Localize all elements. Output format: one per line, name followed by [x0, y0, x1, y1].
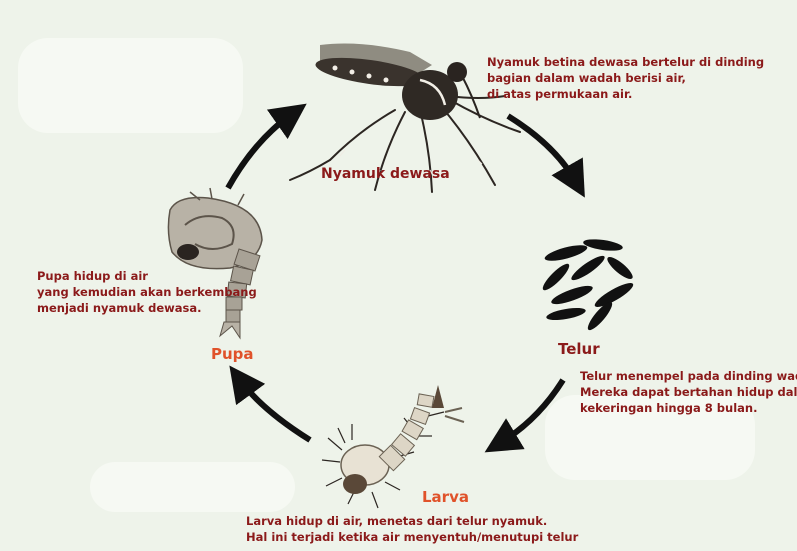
pupa-description-line: Pupa hidup di air	[37, 268, 257, 284]
arrow-egg-to-larva	[500, 380, 563, 443]
egg-stage-title: Telur	[558, 340, 600, 358]
pupa-stage-title: Pupa	[211, 345, 254, 363]
arrow-larva-to-pupa	[240, 380, 310, 440]
larva-description-line: Larva hidup di air, menetas dari telur n…	[246, 513, 578, 529]
pupa-description-line: menjadi nyamuk dewasa.	[37, 300, 257, 316]
egg-description: Telur menempel pada dinding wadah Mereka…	[580, 368, 797, 416]
adult-description-line: Nyamuk betina dewasa bertelur di dinding	[487, 54, 764, 70]
egg-description-line: kekeringan hingga 8 bulan.	[580, 400, 797, 416]
larva-description: Larva hidup di air, menetas dari telur n…	[246, 513, 578, 545]
arrow-pupa-to-adult	[228, 114, 292, 188]
egg-description-line: Mereka dapat bertahan hidup dalam	[580, 384, 797, 400]
pupa-description: Pupa hidup di air yang kemudian akan ber…	[37, 268, 257, 316]
larva-stage-title: Larva	[422, 488, 469, 506]
pupa-description-line: yang kemudian akan berkembang	[37, 284, 257, 300]
eggs-icon	[540, 237, 636, 333]
adult-description-line: di atas permukaan air.	[487, 86, 764, 102]
adult-stage-title: Nyamuk dewasa	[321, 166, 450, 182]
larva-description-line: Hal ini terjadi ketika air menyentuh/men…	[246, 529, 578, 545]
arrow-adult-to-egg	[508, 116, 576, 182]
adult-description-line: bagian dalam wadah berisi air,	[487, 70, 764, 86]
egg-description-line: Telur menempel pada dinding wadah	[580, 368, 797, 384]
adult-description: Nyamuk betina dewasa bertelur di dinding…	[487, 54, 764, 102]
